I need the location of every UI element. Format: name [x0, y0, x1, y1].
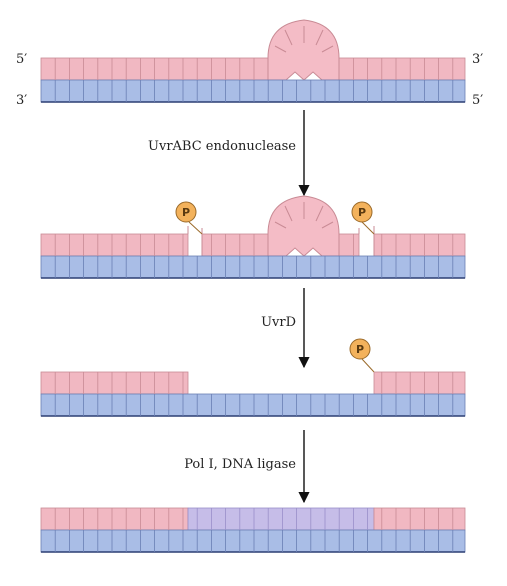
dna-damaged — [40, 19, 466, 103]
label-5prime-bottom: 5′ — [472, 93, 483, 108]
svg-text:P: P — [358, 206, 366, 219]
svg-text:P: P — [182, 206, 190, 219]
step-label-uvrabc: UvrABC endonuclease — [148, 139, 296, 154]
step-2: UvrD — [261, 288, 310, 369]
step-label-pol-ligase: Pol I, DNA ligase — [184, 457, 296, 472]
base-ticks — [54, 530, 454, 552]
label-3prime-bottom: 3′ — [16, 93, 27, 108]
base-ticks — [54, 372, 454, 394]
step-label-uvrd: UvrD — [261, 315, 296, 330]
top-strand — [40, 195, 466, 257]
base-ticks — [54, 80, 454, 102]
phosphate-left: P — [175, 201, 203, 235]
dna-incised: P P — [40, 195, 466, 279]
label-3prime-top: 3′ — [472, 52, 483, 67]
label-5prime-top: 5′ — [16, 52, 27, 67]
base-ticks — [54, 256, 454, 278]
base-ticks — [196, 508, 369, 530]
bottom-strand — [40, 393, 466, 417]
svg-text:P: P — [356, 343, 364, 356]
bottom-strand — [40, 255, 466, 279]
phosphate-right: P — [351, 201, 375, 235]
base-ticks — [54, 234, 454, 256]
bottom-strand — [40, 529, 466, 553]
phosphate-right: P — [349, 338, 375, 373]
dna-repaired — [40, 507, 466, 553]
base-ticks — [54, 394, 454, 416]
step-3: Pol I, DNA ligase — [184, 430, 310, 504]
top-strand — [40, 371, 466, 395]
bottom-strand — [40, 79, 466, 103]
top-strand — [40, 507, 466, 531]
dna-gapped: P — [40, 338, 466, 417]
base-ticks — [54, 508, 454, 530]
top-strand — [40, 19, 466, 81]
step-1: UvrABC endonuclease — [148, 110, 310, 197]
new-dna-segment — [187, 507, 375, 531]
base-ticks — [54, 58, 454, 80]
